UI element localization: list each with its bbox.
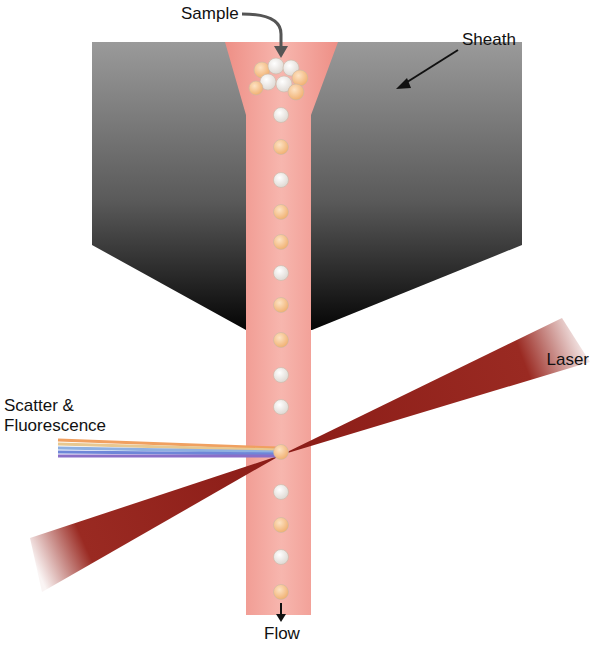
flow-label: Flow	[264, 624, 300, 644]
laser-label: Laser	[546, 350, 589, 370]
sheath-label: Sheath	[462, 30, 516, 50]
scatter-fluorescence-label: Scatter & Fluorescence	[4, 396, 114, 436]
sample-label: Sample	[181, 4, 239, 24]
